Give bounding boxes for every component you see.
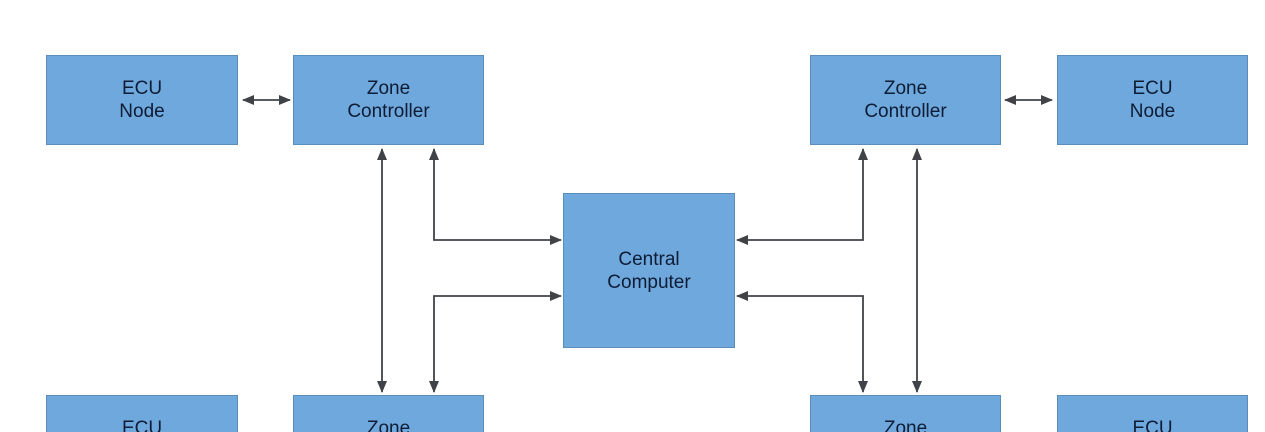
node-ecu-top-left: ECU Node	[46, 55, 238, 145]
node-zone-controller-bottom-left: Zone	[293, 395, 484, 432]
node-central-computer: Central Computer	[563, 193, 735, 348]
node-label-line: Controller	[347, 101, 430, 122]
node-label-line: ECU	[1132, 78, 1173, 99]
node-label-line: Zone	[883, 418, 928, 432]
edge-zone-bottom-right--central	[736, 291, 868, 393]
node-label-line: Zone	[883, 78, 928, 99]
node-label-line: Node	[1129, 101, 1176, 122]
node-zone-controller-top-left: Zone Controller	[293, 55, 484, 145]
node-label-line: Computer	[607, 271, 691, 293]
node-label-line: ECU	[121, 418, 163, 432]
node-label-line: Zone	[366, 418, 411, 432]
node-ecu-bottom-right: ECU	[1057, 395, 1248, 432]
edge-zone-top-right--central	[736, 148, 868, 245]
node-label-line: Zone	[366, 78, 411, 99]
node-label-line: Node	[119, 101, 165, 122]
edge-zone-bottom-left--central	[429, 291, 562, 393]
node-label-line: ECU	[1132, 418, 1173, 432]
node-zone-controller-top-right: Zone Controller	[810, 55, 1001, 145]
node-zone-controller-bottom-right: Zone	[810, 395, 1001, 432]
node-ecu-top-right: ECU Node	[1057, 55, 1248, 145]
edge-zone-top-left--central	[429, 148, 562, 245]
node-label-line: Controller	[864, 101, 947, 122]
node-ecu-bottom-left: ECU	[46, 395, 238, 432]
node-label-line: ECU	[121, 78, 163, 99]
node-label-line: Central	[618, 248, 680, 270]
